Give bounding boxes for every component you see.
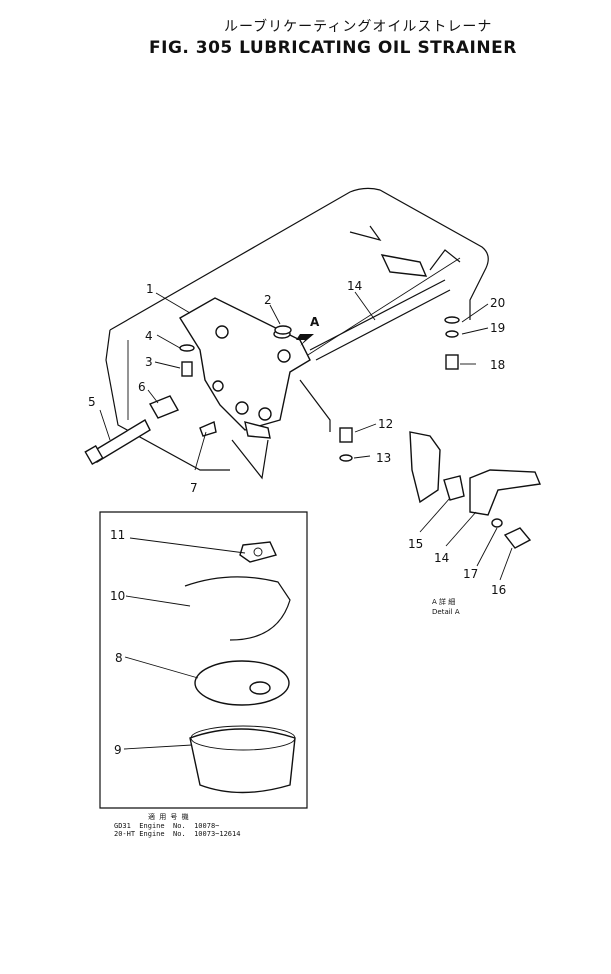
applicability-header: 適 用 号 機 <box>148 813 189 821</box>
callout-16: 16 <box>491 583 506 597</box>
callout-12: 12 <box>378 417 393 431</box>
callout-7: 7 <box>190 481 198 495</box>
gasket-2 <box>274 325 292 335</box>
oil-pipe <box>309 225 461 361</box>
bolt-12 <box>339 427 353 462</box>
callout-4: 4 <box>145 329 153 343</box>
callout-17: 17 <box>463 567 478 581</box>
callout-15: 15 <box>408 537 423 551</box>
fitting-6 <box>148 395 217 437</box>
callout-13: 13 <box>376 451 391 465</box>
callout-2: 2 <box>264 293 272 307</box>
figure-title: FIG. 305 LUBRICATING OIL STRAINER <box>149 38 517 58</box>
bolt-5 <box>84 419 151 466</box>
callout-8: 8 <box>115 651 123 665</box>
bolt-18 <box>444 316 460 370</box>
applicability-row-1: GD31 Engine No. 10078~ <box>114 822 220 830</box>
callout-10: 10 <box>110 589 125 603</box>
callout-9: 9 <box>114 743 122 757</box>
callout-5: 5 <box>88 395 96 409</box>
leader-lines <box>99 291 513 750</box>
callout-3: 3 <box>145 355 153 369</box>
oil-pan <box>105 187 489 471</box>
callout-numbers: 1 2 3 4 5 6 7 8 9 10 11 12 13 14 14 15 1… <box>88 279 506 757</box>
strainer-housing <box>179 297 311 480</box>
figure-title-japanese: ルーブリケーティングオイルストレーナ <box>224 19 493 35</box>
detail-label: Detail A <box>432 608 460 616</box>
callout-14: 14 <box>347 279 362 293</box>
detail-label-jp: A 詳 細 <box>432 597 455 606</box>
applicability-row-2: 20-HT Engine No. 10073~12614 <box>114 830 241 838</box>
callout-6: 6 <box>138 380 146 394</box>
callout-1: 1 <box>146 282 154 296</box>
callout-19: 19 <box>490 321 505 335</box>
view-arrow-a: A <box>296 315 320 346</box>
callout-11: 11 <box>110 528 125 542</box>
arrow-label: A <box>310 315 320 329</box>
bolt-3 <box>179 344 195 377</box>
callout-20: 20 <box>490 296 505 310</box>
strainer-box <box>99 511 308 809</box>
callout-18: 18 <box>490 358 505 372</box>
callout-14-detail: 14 <box>434 551 449 565</box>
detail-a <box>409 431 541 549</box>
